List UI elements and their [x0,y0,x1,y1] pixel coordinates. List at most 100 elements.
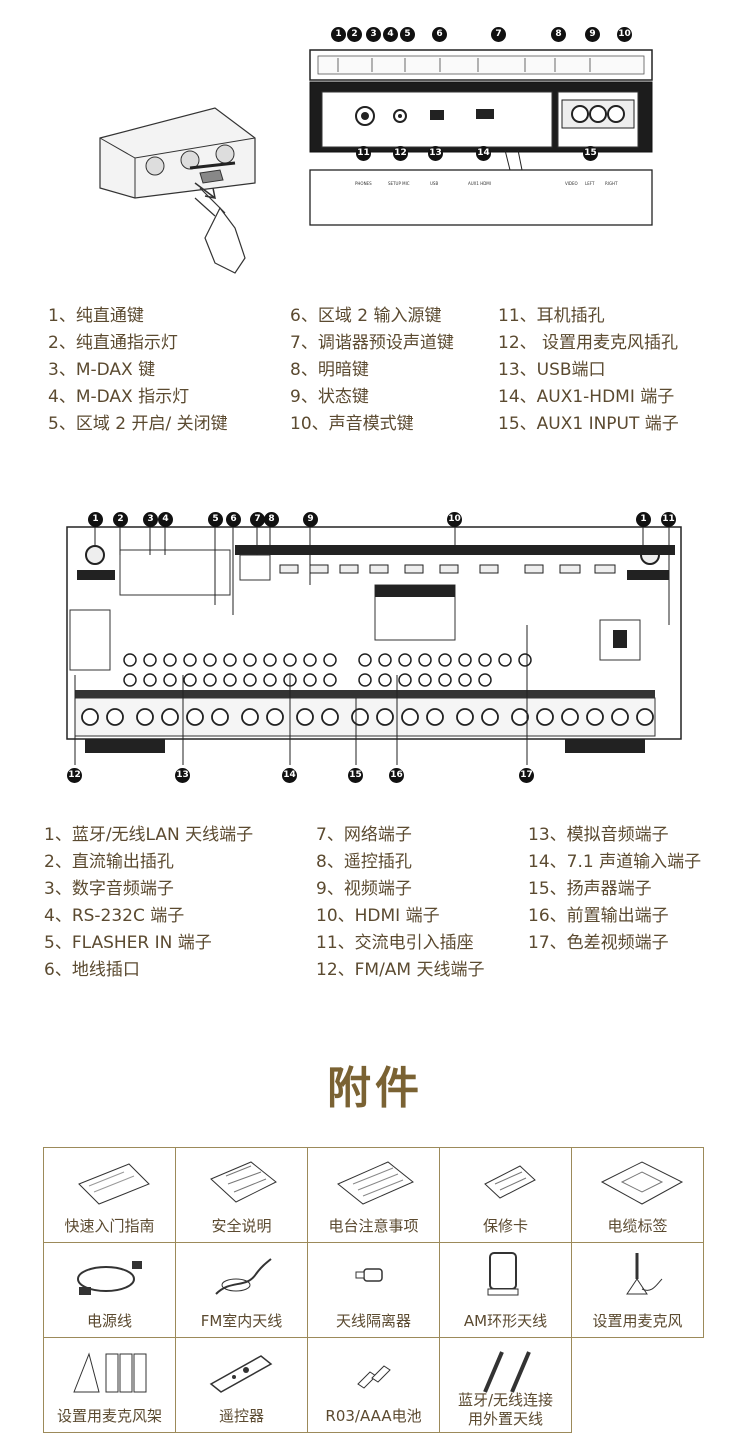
accessory-cell: AM环形天线 [439,1242,572,1338]
accessory-label: R03/AAA电池 [325,1407,422,1425]
accessory-cell-empty [572,1338,704,1433]
svg-text:VIDEO: VIDEO [565,181,578,186]
rear-label: 8、遥控插孔 [316,852,412,872]
accessory-cell: 保修卡 [439,1147,572,1243]
rear-badge-8: 8 [264,512,279,527]
accessory-label: 电缆标签 [607,1217,668,1235]
rear-badge-17: 17 [519,768,534,783]
front-labels-col2: 6、区域 2 输入源键 7、调谐器预设声道键 8、明暗键 9、状态键 10、声音… [290,303,454,438]
front-badge-6: 6 [432,27,447,42]
quick-guide-icon [78,1163,150,1205]
front-badge-9: 9 [585,27,600,42]
front-label: 14、AUX1-HDMI 端子 [498,387,675,407]
accessory-cell: 遥控器 [175,1337,308,1433]
notes-doc-icon [337,1161,414,1205]
accessory-cell: 电台注意事项 [307,1147,440,1243]
accessory-cell: 快速入门指南 [43,1147,176,1243]
accessory-label: 安全说明 [211,1217,272,1235]
rear-label: 1、蓝牙/无线LAN 天线端子 [44,825,254,845]
front-label: 12、 设置用麦克风插孔 [498,333,679,353]
setup-mic-icon [626,1253,663,1295]
accessory-cell: 设置用麦克风架 [43,1337,176,1433]
front-labels-col3: 11、耳机插孔 12、 设置用麦克风插孔 13、USB端口 14、AUX1-HD… [498,303,679,438]
accessory-cell: R03/AAA电池 [307,1337,440,1433]
accessory-cell: 电源线 [43,1242,176,1338]
svg-text:RIGHT: RIGHT [605,181,618,186]
rear-label: 10、HDMI 端子 [316,906,440,926]
antenna-isolator-icon [355,1268,383,1282]
front-label: 3、M-DAX 键 [48,360,156,380]
front-label: 8、明暗键 [290,360,369,380]
rear-badge-15: 15 [348,768,363,783]
rear-badge-6: 6 [226,512,241,527]
accessory-label: 电台注意事项 [328,1217,419,1235]
accessory-label: 保修卡 [482,1217,528,1235]
front-label: 15、AUX1 INPUT 端子 [498,414,679,434]
svg-text:SETUP MIC: SETUP MIC [388,181,410,186]
safety-doc-icon [210,1161,277,1203]
rear-label: 13、模拟音频端子 [528,825,669,845]
rear-label: 12、FM/AM 天线端子 [316,960,485,980]
accessories-table: 快速入门指南 安全说明 电台注意事项 保修卡 电缆标签 电源线 FM室内天线 [43,1147,704,1433]
front-badge-7: 7 [491,27,506,42]
accessory-label: 设置用麦克风 [592,1312,683,1330]
front-badge-4: 4 [383,27,398,42]
rear-badge-5: 5 [208,512,223,527]
rear-label: 4、RS-232C 端子 [44,906,185,926]
front-label: 10、声音模式键 [290,414,414,434]
rear-panel-diagram: 1 2 3 4 5 6 7 8 9 10 1 11 12 13 14 15 16… [0,500,750,800]
front-badge-8: 8 [551,27,566,42]
accessory-cell: 天线隔离器 [307,1242,440,1338]
cable-label-icon [600,1161,684,1205]
accessory-label: 设置用麦克风架 [56,1407,162,1425]
rear-badge-3: 3 [143,512,158,527]
front-badge-10: 10 [617,27,632,42]
rear-label: 6、地线插口 [44,960,140,980]
accessory-cell: 安全说明 [175,1147,308,1243]
svg-text:AUX1 HDMI: AUX1 HDMI [468,181,491,186]
rear-label: 15、扬声器端子 [528,879,652,899]
receiver-corner-illustration [99,107,256,274]
front-badge-14: 14 [476,146,491,161]
am-loop-antenna-icon [487,1252,519,1296]
front-label: 5、区域 2 开启/ 关闭键 [48,414,228,434]
svg-text:USB: USB [430,181,438,186]
front-badge-12: 12 [393,146,408,161]
front-badge-3: 3 [366,27,381,42]
mic-stand-icon [73,1352,147,1393]
rear-badge-13: 13 [175,768,190,783]
svg-text:LEFT: LEFT [585,181,595,186]
accessory-label: 电源线 [86,1312,132,1330]
front-badge-2: 2 [347,27,362,42]
rear-label: 9、视频端子 [316,879,412,899]
external-antenna-icon [483,1351,531,1393]
front-label: 7、调谐器预设声道键 [290,333,454,353]
accessory-cell: FM室内天线 [175,1242,308,1338]
front-badge-15: 15 [583,146,598,161]
rear-label: 3、数字音频端子 [44,879,174,899]
accessory-label: FM室内天线 [200,1312,283,1330]
rear-badge-16: 16 [389,768,404,783]
front-label: 6、区域 2 输入源键 [290,306,442,326]
rear-labels-col1: 1、蓝牙/无线LAN 天线端子 2、直流输出插孔 3、数字音频端子 4、RS-2… [44,822,253,984]
rear-label: 7、网络端子 [316,825,412,845]
battery-icon [357,1365,391,1389]
front-badge-13: 13 [428,146,443,161]
rear-badge-1b: 1 [636,512,651,527]
accessories-title: 附件 [327,1063,423,1114]
accessory-label: 天线隔离器 [335,1312,411,1330]
rear-label: 5、FLASHER IN 端子 [44,933,212,953]
warranty-card-icon [484,1165,536,1199]
front-label: 9、状态键 [290,387,369,407]
front-badge-1: 1 [331,27,346,42]
rear-badge-12: 12 [67,768,82,783]
rear-badge-2: 2 [113,512,128,527]
rear-label: 11、交流电引入插座 [316,933,474,953]
rear-badge-14: 14 [282,768,297,783]
rear-labels-col2: 7、网络端子 8、遥控插孔 9、视频端子 10、HDMI 端子 11、交流电引入… [316,822,485,984]
front-label: 13、USB端口 [498,360,606,380]
rear-badge-9: 9 [303,512,318,527]
front-label: 4、M-DAX 指示灯 [48,387,190,407]
fm-antenna-icon [215,1258,272,1295]
